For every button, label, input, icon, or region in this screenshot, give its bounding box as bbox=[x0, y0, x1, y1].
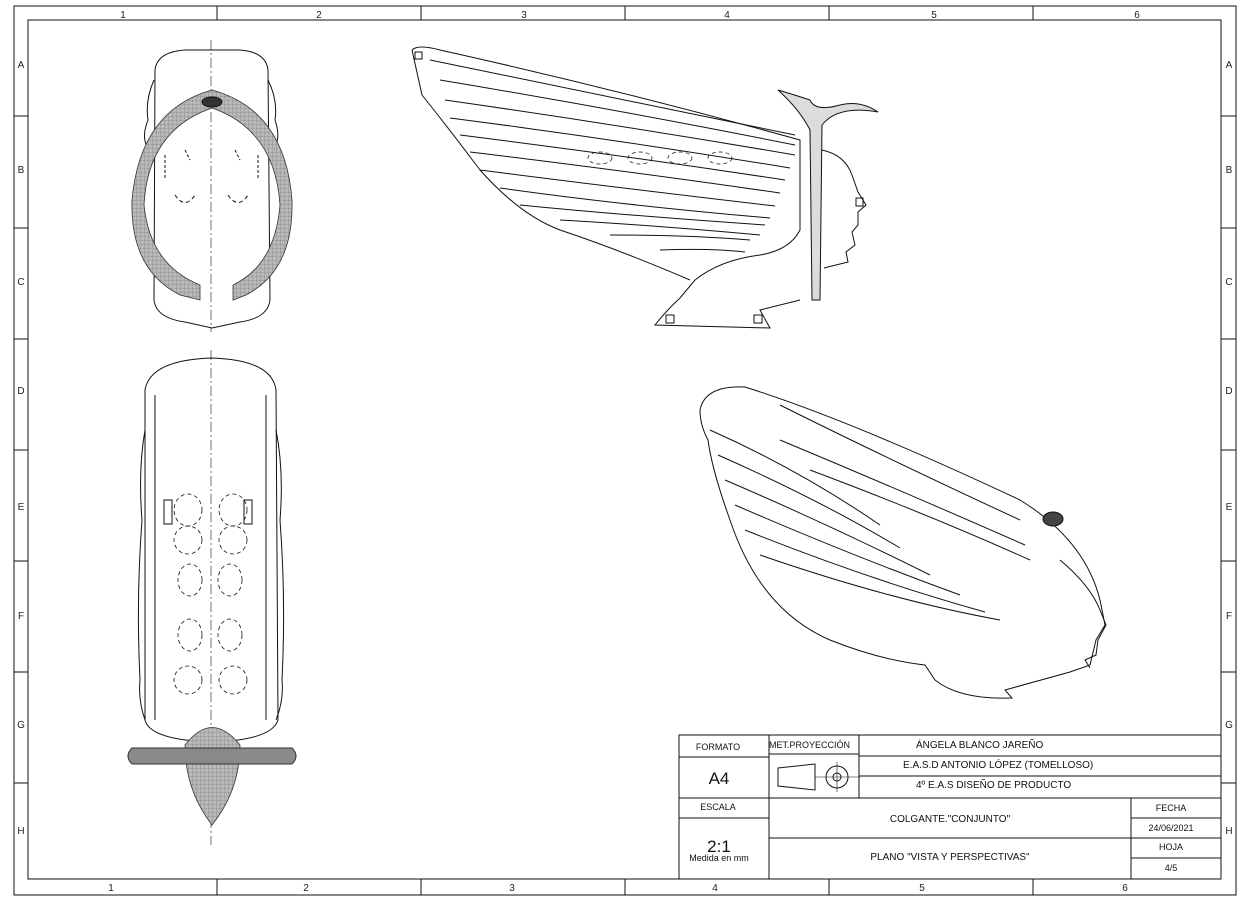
column-label: 3 bbox=[509, 883, 515, 894]
row-label: A bbox=[18, 60, 25, 71]
column-label: 4 bbox=[712, 883, 718, 894]
row-label: D bbox=[17, 386, 24, 397]
perspective-view bbox=[699, 386, 1107, 699]
escala-note: Medida en mm bbox=[689, 853, 749, 863]
row-label: F bbox=[18, 611, 24, 622]
fecha-label: FECHA bbox=[1155, 803, 1187, 813]
row-label: D bbox=[1225, 386, 1232, 397]
front-view bbox=[127, 350, 297, 845]
body-outline bbox=[144, 357, 279, 743]
column-label: 5 bbox=[919, 883, 925, 894]
column-label: 1 bbox=[120, 10, 126, 21]
hidden-details bbox=[173, 493, 248, 695]
row-label: B bbox=[1226, 165, 1233, 176]
row-label: E bbox=[1226, 502, 1233, 513]
row-label: F bbox=[1226, 611, 1232, 622]
row-labels-right: A B C D E F G H bbox=[1225, 60, 1233, 837]
row-label: H bbox=[1225, 826, 1232, 837]
hoja-value: 4/5 bbox=[1164, 863, 1178, 873]
column-label: 6 bbox=[1122, 883, 1128, 894]
eye-detail bbox=[855, 197, 864, 207]
ring-mesh bbox=[131, 89, 293, 301]
column-label: 6 bbox=[1134, 10, 1140, 21]
hidden-details bbox=[587, 151, 733, 165]
column-label: 3 bbox=[521, 10, 527, 21]
course-name: 4º E.A.S DISEÑO DE PRODUCTO bbox=[916, 780, 1072, 791]
author-name: ÁNGELA BLANCO JAREÑO bbox=[916, 740, 1044, 751]
body-outline bbox=[699, 386, 1106, 699]
bail bbox=[777, 89, 879, 301]
corner-hole bbox=[414, 51, 423, 60]
column-label: 4 bbox=[724, 10, 730, 21]
side-feather bbox=[144, 79, 155, 151]
column-label: 2 bbox=[316, 10, 322, 21]
inner-detail bbox=[174, 194, 249, 203]
met-proyeccion-label: MET.PROYECCIÓN bbox=[769, 740, 851, 750]
school-name: E.A.S.D ANTONIO LÓPEZ (TOMELLOSO) bbox=[903, 760, 1094, 771]
column-label: 2 bbox=[303, 883, 309, 894]
row-label: H bbox=[17, 826, 24, 837]
inner-detail bbox=[164, 149, 259, 178]
column-label: 5 bbox=[931, 10, 937, 21]
row-label: B bbox=[18, 165, 25, 176]
escala-label: ESCALA bbox=[700, 802, 736, 812]
slot bbox=[163, 499, 173, 525]
row-label: G bbox=[17, 720, 25, 731]
wing-outline bbox=[411, 49, 691, 281]
feather-lines bbox=[709, 404, 1031, 621]
side-feather bbox=[275, 429, 285, 721]
projection-symbol-icon bbox=[777, 762, 860, 792]
fecha-value: 24/06/2021 bbox=[1148, 823, 1194, 833]
face-profile bbox=[1059, 559, 1107, 669]
piece-name: COLGANTE."CONJUNTO" bbox=[889, 814, 1011, 825]
column-label: 1 bbox=[108, 883, 114, 894]
side-view bbox=[411, 46, 879, 329]
side-feather bbox=[137, 429, 146, 721]
formato-label: FORMATO bbox=[695, 742, 741, 752]
row-labels-left: A B C D E F G H bbox=[17, 60, 25, 837]
emblem bbox=[1042, 511, 1064, 527]
bar bbox=[127, 747, 297, 765]
formato-value: A4 bbox=[708, 769, 730, 788]
column-labels-bottom: 1 2 3 4 5 6 bbox=[108, 883, 1128, 894]
face-profile bbox=[821, 149, 867, 269]
foot-hole bbox=[753, 314, 763, 324]
row-label: C bbox=[17, 277, 24, 288]
escala-value: 2:1 bbox=[707, 837, 731, 856]
row-label: G bbox=[1225, 720, 1233, 731]
row-label: A bbox=[1226, 60, 1233, 71]
frame-grid-bottom bbox=[216, 879, 1034, 895]
slot bbox=[243, 499, 253, 525]
title-block bbox=[678, 734, 1222, 880]
hoja-label: HOJA bbox=[1158, 842, 1183, 852]
body-outline bbox=[153, 49, 271, 329]
side-edge bbox=[154, 395, 267, 720]
row-label: C bbox=[1225, 277, 1232, 288]
foot-hole bbox=[665, 314, 675, 324]
row-label: E bbox=[18, 502, 25, 513]
emblem bbox=[201, 96, 223, 108]
wing-outline bbox=[411, 46, 801, 329]
top-view bbox=[131, 40, 293, 332]
frame-grid-left bbox=[14, 115, 28, 784]
frame-grid-right bbox=[1221, 115, 1236, 784]
column-labels-top: 1 2 3 4 5 6 bbox=[120, 10, 1140, 21]
feather-lines bbox=[429, 59, 796, 253]
frame-grid-top bbox=[216, 6, 1034, 20]
plano-name: PLANO "VISTA Y PERSPECTIVAS" bbox=[870, 852, 1030, 863]
bail-mesh bbox=[184, 727, 241, 826]
